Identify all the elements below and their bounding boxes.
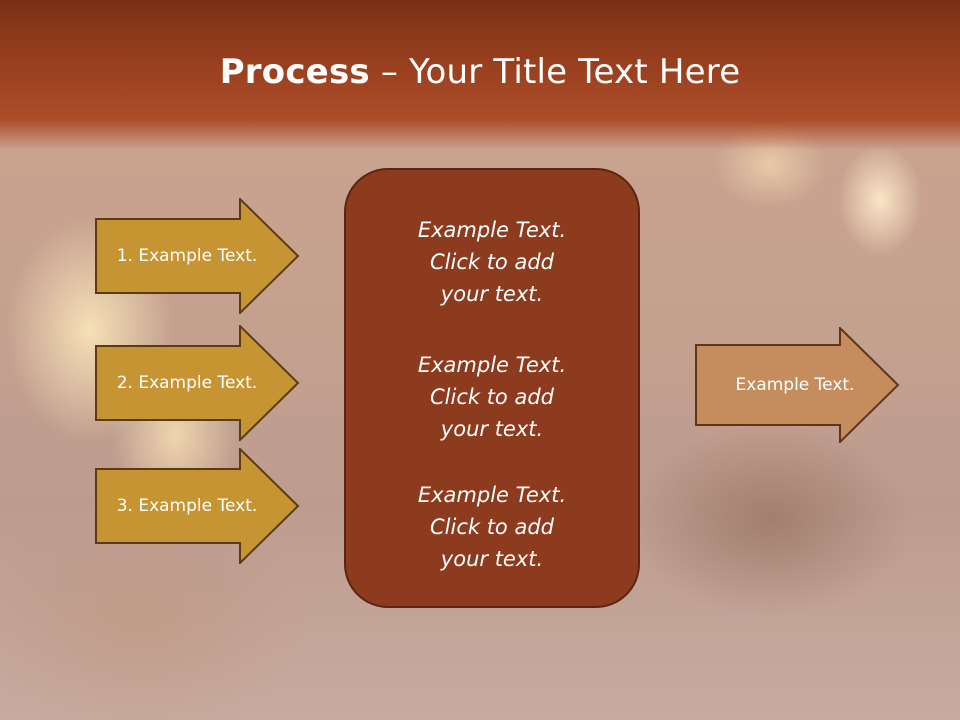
center-text-block-1[interactable]: Example Text. Click to add your text. (346, 214, 638, 310)
output-arrow[interactable]: Example Text. (695, 327, 900, 443)
arrow-shape (95, 448, 300, 564)
center-text-line: Example Text. (417, 218, 567, 242)
output-arrow-label: Example Text. (735, 375, 855, 395)
center-text-line: Click to add (429, 515, 554, 539)
center-text-block-3[interactable]: Example Text. Click to add your text. (346, 479, 638, 575)
title-bold: Process (219, 52, 370, 92)
input-arrow-3-label: 3. Example Text. (116, 496, 258, 516)
input-arrow-1[interactable]: 1. Example Text. (95, 198, 300, 314)
slide-title[interactable]: Process – Your Title Text Here (0, 52, 960, 92)
input-arrow-2[interactable]: 2. Example Text. (95, 325, 300, 441)
arrow-shape (695, 327, 900, 443)
input-arrow-1-label: 1. Example Text. (116, 246, 258, 266)
center-text-line: Click to add (429, 250, 554, 274)
input-arrow-2-label: 2. Example Text. (116, 373, 258, 393)
center-process-box[interactable]: Example Text. Click to add your text. Ex… (344, 168, 640, 608)
center-text-line: Example Text. (417, 483, 567, 507)
center-text-line: Example Text. (417, 353, 567, 377)
center-text-line: Click to add (429, 385, 554, 409)
title-rest: – Your Title Text Here (369, 52, 741, 92)
center-text-line: your text. (440, 547, 544, 571)
center-text-block-2[interactable]: Example Text. Click to add your text. (346, 349, 638, 445)
title-bar (0, 0, 960, 150)
center-text-line: your text. (440, 282, 544, 306)
arrow-shape (95, 325, 300, 441)
arrow-shape (95, 198, 300, 314)
input-arrow-3[interactable]: 3. Example Text. (95, 448, 300, 564)
center-text-line: your text. (440, 417, 544, 441)
